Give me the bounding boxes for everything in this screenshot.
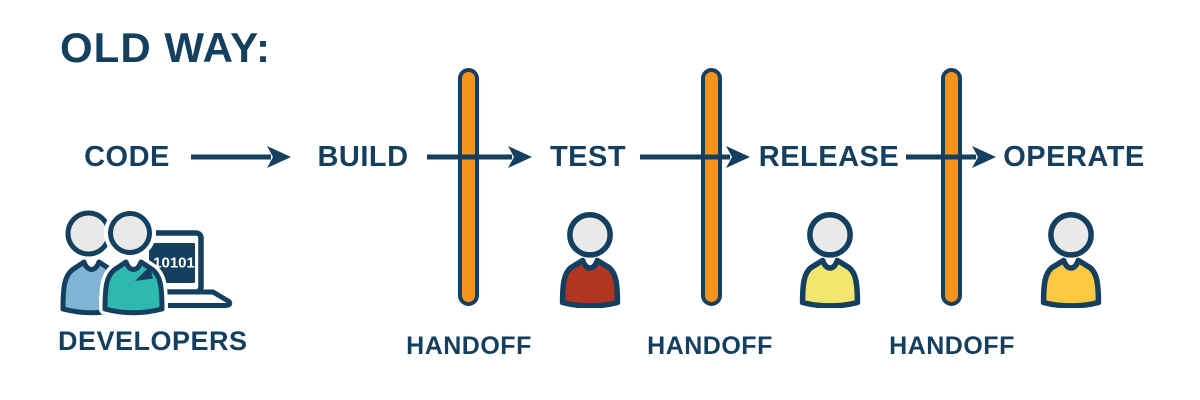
flow-arrow-icon: [191, 146, 291, 168]
person-torso: [559, 257, 621, 308]
person-head: [807, 211, 853, 258]
person-torso: [102, 259, 165, 316]
stage-label-release: RELEASE: [758, 141, 900, 173]
flow-arrow-icon: [906, 146, 996, 168]
handoff-barrier-bar: [458, 68, 479, 306]
flow-arrow-icon: [640, 146, 750, 168]
stage-label-build: BUILD: [317, 141, 409, 173]
person-icon-release: [799, 211, 861, 308]
developers-icon: 10101: [60, 207, 233, 318]
speech-tail: [135, 266, 153, 281]
developers-label: DEVELOPERS: [58, 326, 248, 356]
stage-label-operate: OPERATE: [1003, 141, 1145, 173]
developer-right: [99, 207, 168, 318]
person-icon-test: [559, 211, 621, 308]
person-head: [1048, 211, 1094, 258]
laptop-screen-text: 10101: [153, 255, 195, 272]
person-head: [65, 210, 112, 257]
stage-label-test: TEST: [549, 141, 627, 173]
handoff-barrier-bar: [701, 68, 722, 306]
handoff-barrier-bar: [941, 68, 962, 306]
person-head: [567, 211, 613, 258]
stage-label-code: CODE: [84, 141, 170, 173]
handoff-label: HANDOFF: [889, 332, 1015, 360]
person-icon-operate: [1040, 211, 1102, 308]
laptop-icon: 10101: [137, 230, 233, 308]
person-head: [108, 211, 152, 255]
person-torso: [799, 257, 861, 308]
flow-arrow-icon: [427, 146, 532, 168]
handoff-label: HANDOFF: [647, 332, 773, 360]
page-title: OLD WAY:: [60, 24, 272, 71]
handoff-label: HANDOFF: [406, 332, 532, 360]
person-torso: [1040, 257, 1102, 308]
